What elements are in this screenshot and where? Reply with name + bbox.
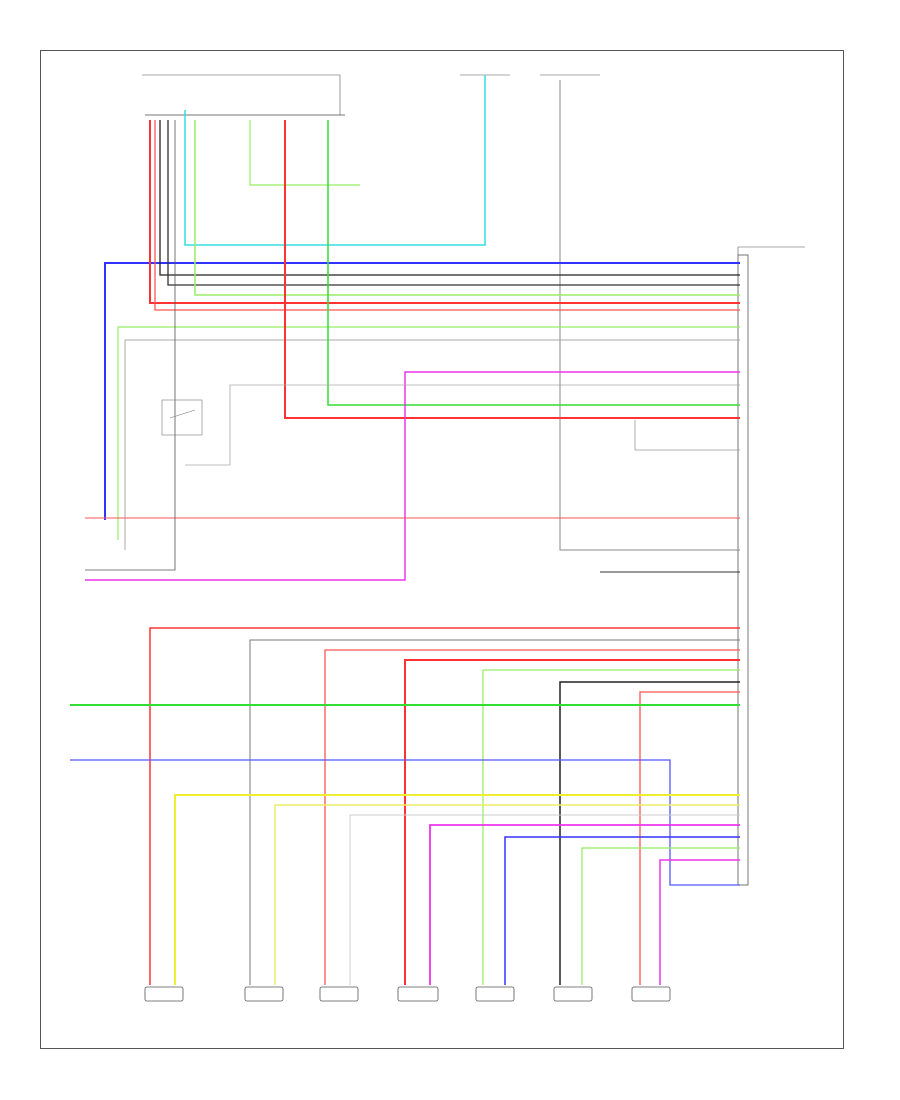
right-module-body — [737, 254, 749, 886]
component-6-body — [553, 986, 593, 1002]
wire-blue-horizontal — [70, 759, 740, 886]
wire-red-c7 — [639, 691, 740, 985]
wire-green-left — [117, 326, 740, 540]
wire-blue-c5 — [504, 836, 740, 985]
wire-black-2 — [167, 120, 740, 286]
component-2-body — [244, 986, 284, 1002]
relay-symbol — [161, 399, 203, 436]
wire-red-long — [284, 120, 740, 419]
bottom-components — [144, 986, 671, 1002]
wire-green-top — [249, 120, 360, 186]
wire-yellow-c1 — [174, 794, 740, 985]
relay-body — [161, 399, 203, 436]
wire-blue-bus — [104, 262, 740, 520]
component-5-body — [475, 986, 515, 1002]
relay-contact — [169, 409, 196, 419]
right-module — [737, 246, 805, 886]
wire-red-bus-2 — [154, 120, 740, 311]
wire-yellow-c2 — [274, 804, 740, 985]
component-1-body — [144, 986, 184, 1002]
diagram-frame — [40, 50, 844, 1049]
wire-red-bus-1 — [149, 120, 740, 304]
wire-gray-c2 — [249, 639, 740, 985]
wire-green-c5 — [482, 669, 740, 985]
wire-red-c3 — [324, 649, 740, 985]
wire-light-green-bus — [194, 120, 740, 296]
bus-upper — [85, 120, 740, 581]
component-4-body — [397, 986, 439, 1002]
wire-gray-left — [124, 339, 740, 550]
wire-magenta-c7 — [659, 859, 740, 985]
component-7-body — [631, 986, 671, 1002]
wire-red-c1 — [149, 627, 740, 985]
wire-cyan-top — [184, 75, 486, 246]
bus-lower — [70, 627, 740, 985]
wire-black-1 — [159, 120, 740, 276]
wire-gray-mid — [185, 384, 740, 466]
wire-green-mid — [327, 120, 740, 406]
wire-gray-c3 — [349, 814, 740, 985]
top-right-feeds — [184, 74, 740, 551]
wire-gray-top — [559, 80, 740, 551]
wire-black-c6 — [559, 681, 740, 985]
wire-magenta-mid — [85, 371, 740, 581]
wire-black-left — [85, 120, 176, 571]
wire-red-c4 — [404, 659, 740, 985]
wire-green-c6 — [581, 847, 740, 985]
wire-gray-branch — [634, 420, 740, 451]
wire-magenta-c4 — [429, 824, 740, 985]
component-3-body — [319, 986, 359, 1002]
top-connector — [142, 74, 345, 116]
